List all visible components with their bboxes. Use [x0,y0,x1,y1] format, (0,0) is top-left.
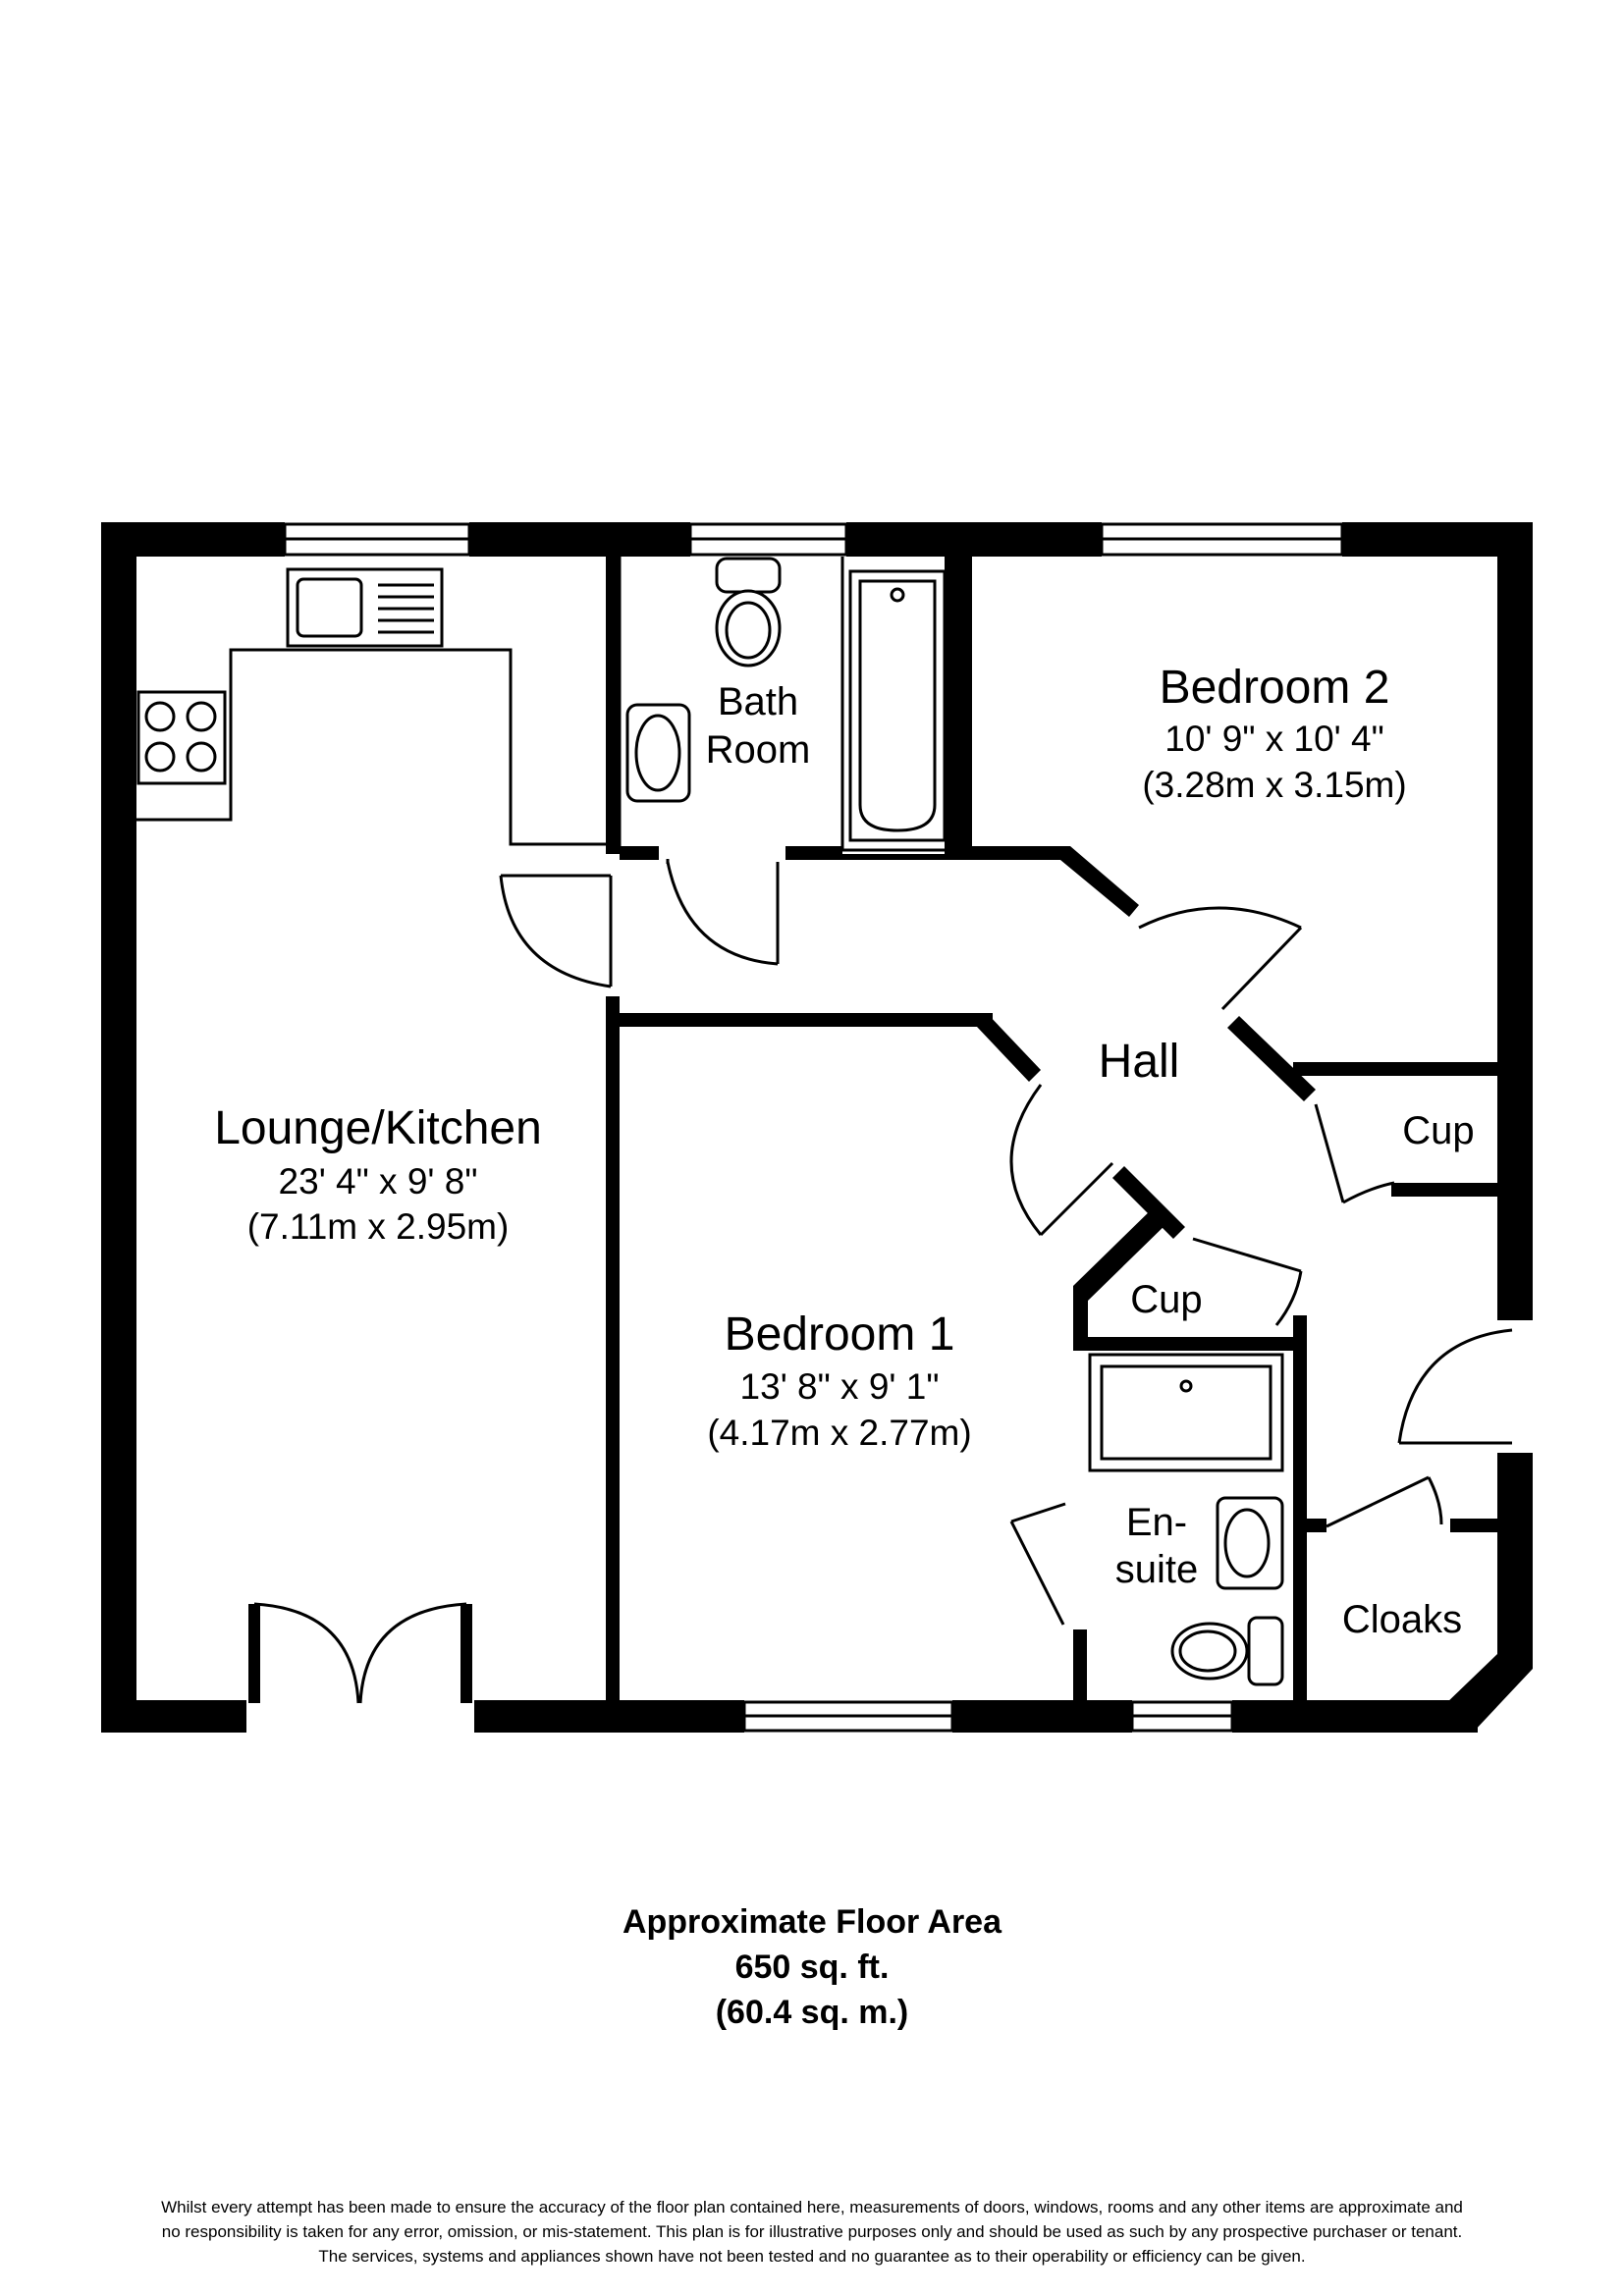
door-lounge [499,874,613,988]
disclaimer-line-2: no responsibility is taken for any error… [161,2222,1463,2241]
room-labels: Lounge/Kitchen 23' 4" x 9' 8" (7.11m x 2… [214,662,1475,1641]
door-entrance [1397,1328,1513,1445]
ensuite-name-line1: En- [1126,1501,1187,1544]
kitchen-units [136,567,606,846]
ensuite-fittings [1088,1353,1284,1686]
bedroom-1-dim-imperial: 13' 8" x 9' 1" [740,1366,940,1407]
cloaks-name: Cloaks [1342,1598,1462,1641]
window-bathroom [688,522,848,557]
door-cloaks [1326,1475,1443,1528]
floor-area-sq-ft: 650 sq. ft. [734,1949,890,1986]
window-ensuite [1130,1700,1234,1733]
ensuite-name-line2: suite [1115,1548,1199,1591]
toilet-icon [1170,1616,1284,1686]
bedroom-2-dim-metric: (3.28m x 3.15m) [1142,765,1406,805]
hall-name: Hall [1099,1036,1180,1088]
hob-icon [136,690,227,785]
window-lounge [283,522,471,557]
door-cup-1 [1314,1103,1395,1204]
exterior-walls [101,522,1533,1733]
disclaimer-line-1: Whilst every attempt has been made to en… [161,2198,1463,2216]
window-bedroom-2 [1100,522,1344,557]
door-bedroom-2 [1138,906,1303,1011]
french-doors [248,1602,472,1704]
interior-walls [606,557,1497,1703]
lounge-kitchen-dim-metric: (7.11m x 2.95m) [247,1206,510,1247]
bathroom-name-line2: Room [706,728,811,772]
door-bathroom [666,859,780,966]
bedroom-2-name: Bedroom 2 [1160,662,1390,714]
doors [248,859,1513,1704]
sink-icon [286,567,444,648]
bathroom-name-line1: Bath [718,680,798,723]
basin-icon [1216,1496,1284,1590]
bedroom-1-dim-metric: (4.17m x 2.77m) [707,1413,971,1453]
door-cup-2 [1192,1237,1303,1326]
window-bedroom-1 [742,1700,954,1733]
bedroom-2-dim-imperial: 10' 9" x 10' 4" [1164,719,1383,759]
floor-area-sq-m: (60.4 sq. m.) [715,1994,909,2031]
floor-area-heading: Approximate Floor Area [622,1903,1002,1941]
bathroom-fittings [618,557,958,854]
door-bedroom-1 [1009,1084,1114,1237]
toilet-icon [715,557,782,667]
door-ensuite [1009,1502,1066,1626]
bath-icon [848,569,947,842]
bedroom-1-name: Bedroom 1 [725,1308,955,1361]
floor-area-summary: Approximate Floor Area 650 sq. ft. (60.4… [0,1899,1624,2035]
disclaimer: Whilst every attempt has been made to en… [39,2195,1585,2269]
lounge-kitchen-name: Lounge/Kitchen [214,1102,542,1154]
shower-icon [1088,1353,1284,1472]
lounge-kitchen-dim-imperial: 23' 4" x 9' 8" [279,1161,478,1201]
disclaimer-line-3: The services, systems and appliances sho… [318,2247,1306,2266]
cup-1-name: Cup [1402,1109,1474,1152]
windows [283,522,1344,1733]
cup-2-name: Cup [1130,1278,1202,1321]
basin-icon [625,703,691,803]
